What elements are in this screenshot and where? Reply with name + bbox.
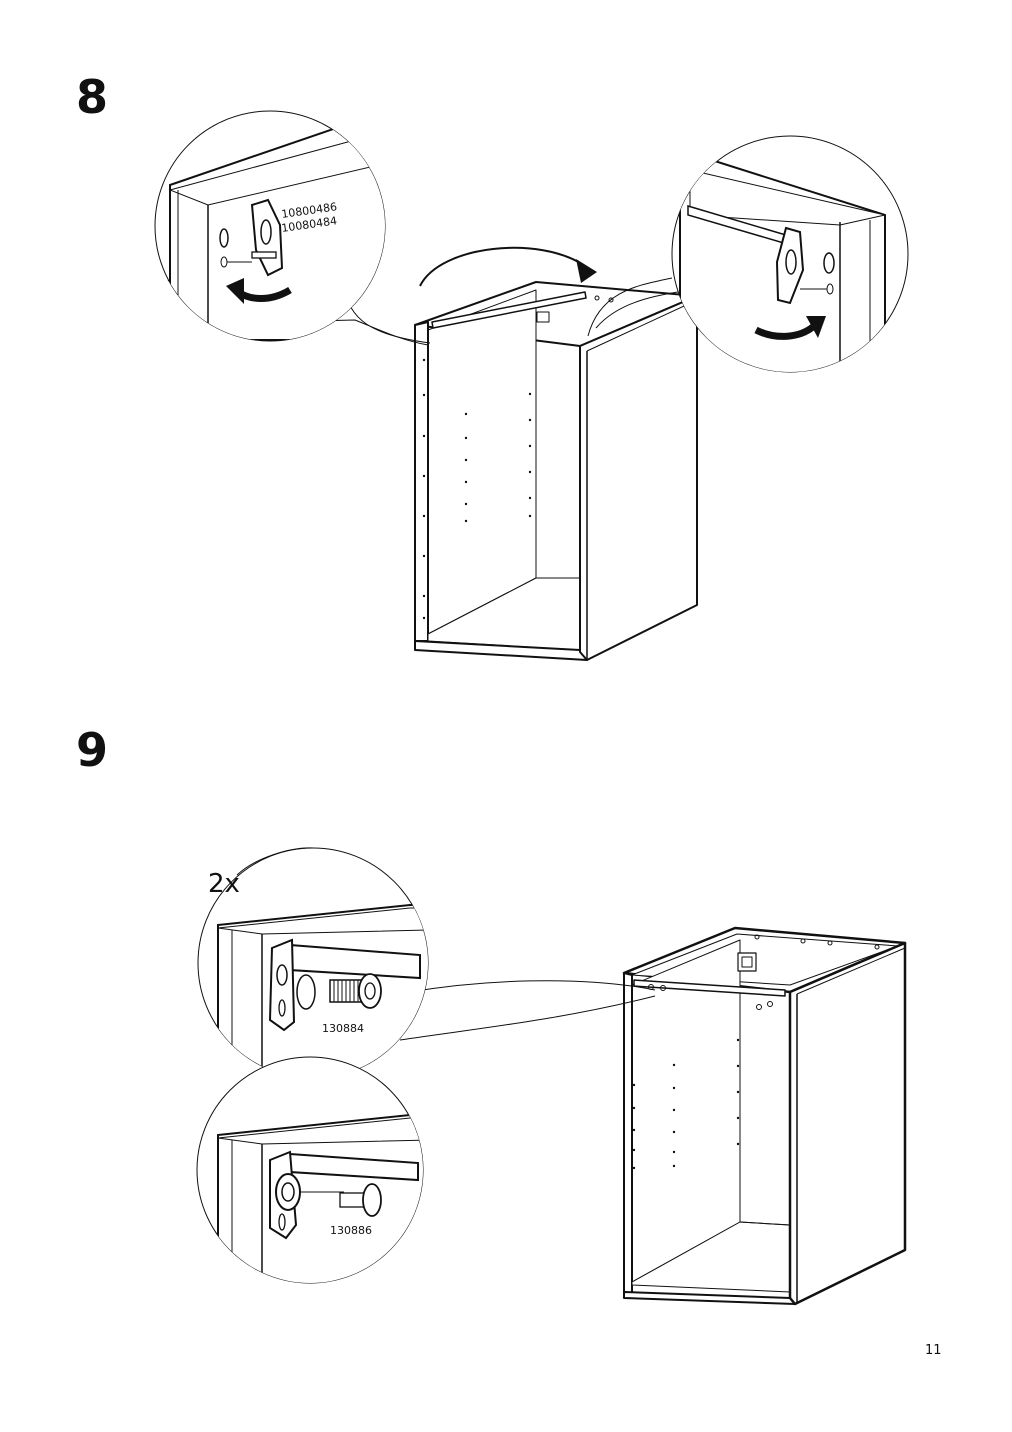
curved-arrow-icon — [226, 278, 292, 304]
curved-arrow-icon — [754, 316, 826, 340]
part-number-130886: 130886 — [330, 1224, 372, 1237]
detail-callout-right — [587, 135, 909, 373]
quantity-label: 2x — [208, 869, 240, 899]
detail-callout-bottom: 130886 — [196, 1056, 424, 1284]
connector-pin-icon — [300, 1183, 382, 1217]
detail-callout-left: 10800486 10080484 — [154, 110, 431, 346]
step-9-number: 9 — [76, 723, 109, 777]
page-number: 11 — [925, 1343, 942, 1358]
step-8-cabinet — [414, 281, 698, 661]
part-number-130884: 130884 — [322, 1022, 364, 1035]
cam-lock-nut-icon — [329, 973, 382, 1009]
step-8-number: 8 — [76, 70, 109, 124]
detail-callout-top: 130884 — [197, 847, 656, 1079]
rotate-arrow-icon — [419, 246, 597, 287]
step-9-cabinet — [622, 926, 907, 1306]
